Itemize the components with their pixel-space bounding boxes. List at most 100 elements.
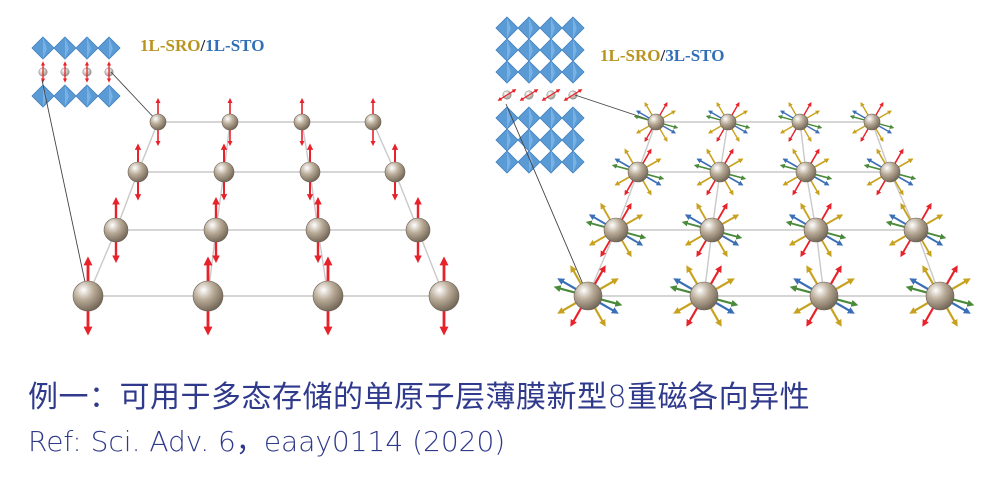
- sro-atom: [305, 217, 331, 243]
- spin-arrow: [877, 122, 895, 129]
- spin-arrow: [945, 265, 958, 287]
- spin-arrow: [806, 305, 819, 327]
- sro-atom: [405, 217, 431, 243]
- spin-arrow: [721, 231, 743, 240]
- spin-arrow: [614, 175, 632, 186]
- spin-arrow: [800, 238, 812, 258]
- spin-arrow: [497, 94, 508, 101]
- spin-arrow: [789, 285, 813, 294]
- octahedron-facet: [551, 17, 555, 39]
- panel-title-left: 1L-SRO/1L-STO: [140, 36, 264, 56]
- spin-arrow: [925, 231, 947, 240]
- spin-arrow: [829, 265, 842, 287]
- spin-arrow: [949, 278, 971, 291]
- spin-arrow: [860, 102, 870, 118]
- spin-arrow: [824, 234, 844, 246]
- spin-arrow: [593, 305, 606, 327]
- sro-atom: [709, 161, 731, 183]
- spin-arrow: [641, 148, 652, 166]
- spin-arrow: [585, 220, 607, 229]
- spin-arrow: [733, 122, 751, 129]
- spin-arrow: [726, 175, 744, 186]
- spin-arrow: [812, 175, 830, 186]
- leader-line: [110, 71, 159, 123]
- spin-arrow: [624, 148, 635, 166]
- spin-arrow: [802, 102, 812, 118]
- spin-arrow: [705, 115, 723, 122]
- sro-atom: [428, 280, 460, 312]
- spin-arrow: [900, 238, 912, 258]
- sro-atom: [795, 161, 817, 183]
- octahedron-facet: [551, 61, 555, 83]
- octahedron-facet: [507, 129, 511, 151]
- sro-atom: [627, 161, 649, 183]
- spin-arrow: [669, 285, 693, 294]
- spin-arrow: [706, 148, 717, 166]
- spin-arrow: [684, 214, 704, 226]
- spin-arrow: [693, 163, 713, 171]
- spin-arrow: [825, 231, 847, 240]
- spin-arrow: [726, 158, 744, 169]
- spin-arrow: [924, 214, 944, 226]
- spin-arrow: [896, 158, 914, 169]
- spin-arrow: [805, 122, 823, 129]
- sro-atom: [809, 281, 839, 311]
- spin-arrow: [951, 298, 975, 307]
- spin-arrow: [793, 278, 815, 291]
- spin-arrow: [684, 234, 704, 246]
- spin-arrow: [600, 238, 612, 258]
- octahedron-facet: [573, 17, 577, 39]
- spin-arrow: [636, 124, 652, 134]
- spin-arrow: [793, 301, 815, 314]
- octahedron-facet: [507, 61, 511, 83]
- spin-arrow: [597, 301, 619, 314]
- leader-line: [41, 79, 89, 297]
- spin-arrow: [645, 173, 665, 181]
- spin-arrow: [716, 202, 728, 222]
- spin-arrow: [920, 238, 932, 258]
- sro-atom: [863, 113, 881, 131]
- spin-arrow: [696, 238, 708, 258]
- panel-1l-sro-1l-sto: 1L-SRO/1L-STO: [0, 0, 480, 360]
- spin-arrow: [922, 265, 935, 287]
- octahedron-facet: [573, 151, 577, 173]
- spin-arrow: [888, 234, 908, 246]
- spin-arrow: [885, 220, 907, 229]
- spin-arrow: [696, 158, 714, 169]
- spin-arrow: [804, 110, 820, 120]
- octahedron-facet: [43, 37, 47, 59]
- spin-arrow: [696, 202, 708, 222]
- spin-arrow: [686, 305, 699, 327]
- spin-arrow: [806, 265, 819, 287]
- sro-atom: [647, 113, 665, 131]
- crystal-stack: [31, 36, 121, 108]
- sro-atom: [384, 161, 406, 183]
- spin-arrow: [720, 234, 740, 246]
- spin-arrow: [614, 158, 632, 169]
- leader-line: [574, 94, 657, 123]
- spin-arrow: [519, 94, 530, 101]
- spin-arrow: [563, 94, 574, 101]
- spin-arrow: [866, 158, 884, 169]
- spin-arrow: [588, 214, 608, 226]
- spin-arrow: [863, 163, 883, 171]
- octahedron-facet: [551, 107, 555, 129]
- spin-arrow: [782, 158, 800, 169]
- spin-arrow: [716, 238, 728, 258]
- octahedron-facet: [529, 39, 533, 61]
- spin-arrow: [730, 126, 740, 142]
- label-sro: 1L-SRO: [600, 46, 661, 65]
- spin-arrow: [809, 178, 820, 196]
- spin-arrow: [897, 173, 917, 181]
- spin-arrow: [658, 126, 668, 142]
- sro-atom: [699, 217, 725, 243]
- spin-arrow: [708, 124, 724, 134]
- spin-arrow: [909, 278, 931, 291]
- sro-atom: [903, 217, 929, 243]
- octahedron-facet: [573, 39, 577, 61]
- spin-arrow: [860, 126, 870, 142]
- spin-arrow: [732, 110, 748, 120]
- spin-arrow: [727, 173, 747, 181]
- sro-atom: [203, 217, 229, 243]
- spin-arrow: [553, 285, 577, 294]
